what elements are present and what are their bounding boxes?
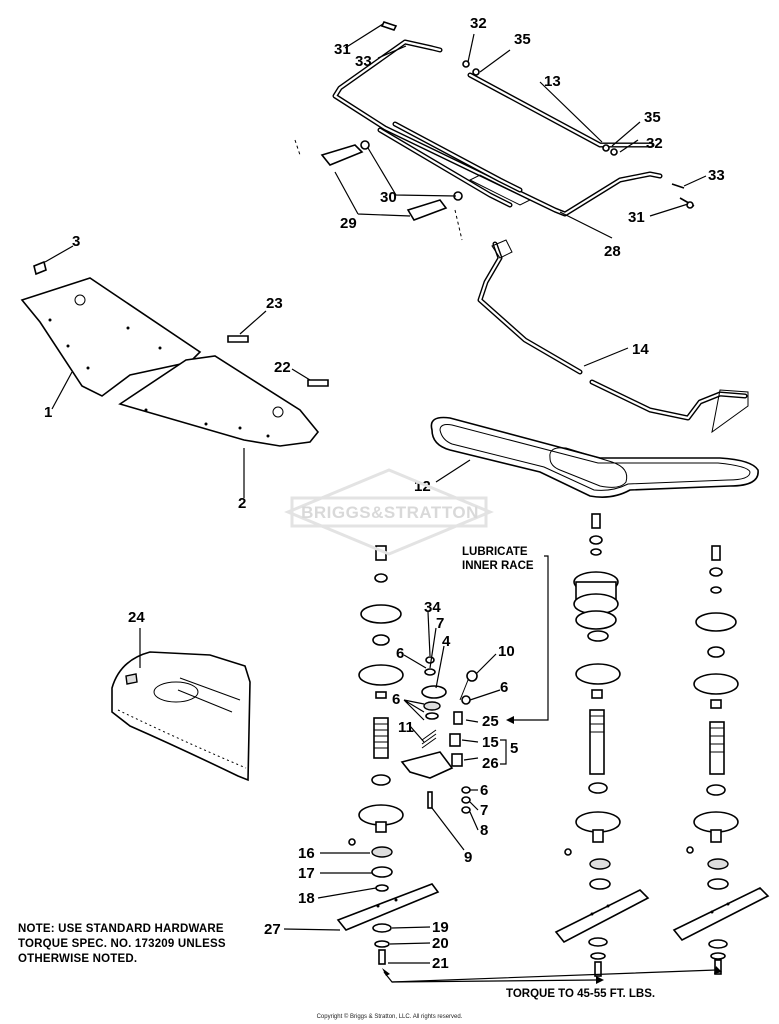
callout-23: 23 — [266, 295, 283, 312]
callout-25: 25 — [482, 713, 499, 730]
callout-28: 28 — [604, 243, 621, 260]
callout-9: 9 — [464, 849, 472, 866]
callout-16: 16 — [298, 845, 315, 862]
callout-1: 1 — [44, 404, 52, 421]
callout-2: 2 — [238, 495, 246, 512]
idler-assembly — [400, 656, 478, 814]
callout-22: 22 — [274, 359, 291, 376]
callout-32a: 32 — [470, 15, 487, 32]
callout-17: 17 — [298, 865, 315, 882]
callout-30: 30 — [380, 189, 397, 206]
lubricate-line-1: LUBRICATE — [462, 546, 528, 558]
callout-20: 20 — [432, 935, 449, 952]
callout-21: 21 — [432, 955, 449, 972]
clevis-left — [320, 144, 448, 221]
callout-27: 27 — [264, 921, 281, 938]
lubricate-line-2: INNER RACE — [462, 560, 534, 572]
deck-covers — [20, 260, 329, 447]
callout-35a: 35 — [514, 31, 531, 48]
callout-32b: 32 — [646, 135, 663, 152]
callout-31a: 31 — [334, 41, 351, 58]
mower-deck — [111, 651, 251, 782]
lubricate-note: LUBRICATE INNER RACE — [462, 545, 534, 573]
leader-lines — [44, 23, 722, 984]
callout-29: 29 — [340, 215, 357, 232]
callout-26: 26 — [482, 755, 499, 772]
right-spindle-stack — [672, 545, 770, 975]
callout-7a: 7 — [436, 615, 444, 632]
callout-34: 34 — [424, 599, 441, 616]
watermark-text: BRIGGS&STRATTON — [301, 503, 479, 522]
callout-6d: 6 — [480, 782, 488, 799]
callout-18: 18 — [298, 890, 315, 907]
callout-numbers: 1 2 3 23 22 12 14 28 29 30 31 33 32 35 1… — [44, 15, 725, 972]
hardware-note: NOTE: USE STANDARD HARDWARE TORQUE SPEC.… — [18, 922, 258, 967]
callout-6c: 6 — [392, 691, 400, 708]
callout-33a: 33 — [355, 53, 372, 70]
copyright-notice: Copyright © Briggs & Stratton, LLC. All … — [316, 1014, 463, 1020]
briggs-stratton-watermark-logo — [284, 468, 494, 556]
lift-assembly — [294, 21, 695, 241]
callout-31b: 31 — [628, 209, 645, 226]
callout-11: 11 — [398, 719, 414, 736]
left-spindle-stack — [336, 545, 440, 965]
callout-3: 3 — [72, 233, 80, 250]
hardware-note-line-1: NOTE: USE STANDARD HARDWARE — [18, 923, 224, 935]
v-belt — [430, 416, 759, 498]
mounting-holes — [48, 294, 284, 438]
callout-6b: 6 — [500, 679, 508, 696]
callout-7b: 7 — [480, 802, 488, 819]
callout-13: 13 — [544, 73, 561, 90]
callout-4: 4 — [442, 633, 451, 650]
hardware-note-line-3: OTHERWISE NOTED. — [18, 953, 138, 965]
callout-24: 24 — [128, 609, 145, 626]
lift-rod — [477, 239, 749, 434]
callout-14: 14 — [632, 341, 649, 358]
callout-19: 19 — [432, 919, 449, 936]
callout-35b: 35 — [644, 109, 661, 126]
callout-8: 8 — [480, 822, 488, 839]
torque-note: TORQUE TO 45-55 FT. LBS. — [506, 988, 656, 1000]
hardware-note-line-2: TORQUE SPEC. NO. 173209 UNLESS — [18, 938, 226, 950]
callout-5: 5 — [510, 740, 518, 757]
center-spindle-stack — [554, 513, 650, 977]
callout-33b: 33 — [708, 167, 725, 184]
callout-6a: 6 — [396, 645, 404, 662]
callout-10: 10 — [498, 643, 515, 660]
callout-15: 15 — [482, 734, 499, 751]
